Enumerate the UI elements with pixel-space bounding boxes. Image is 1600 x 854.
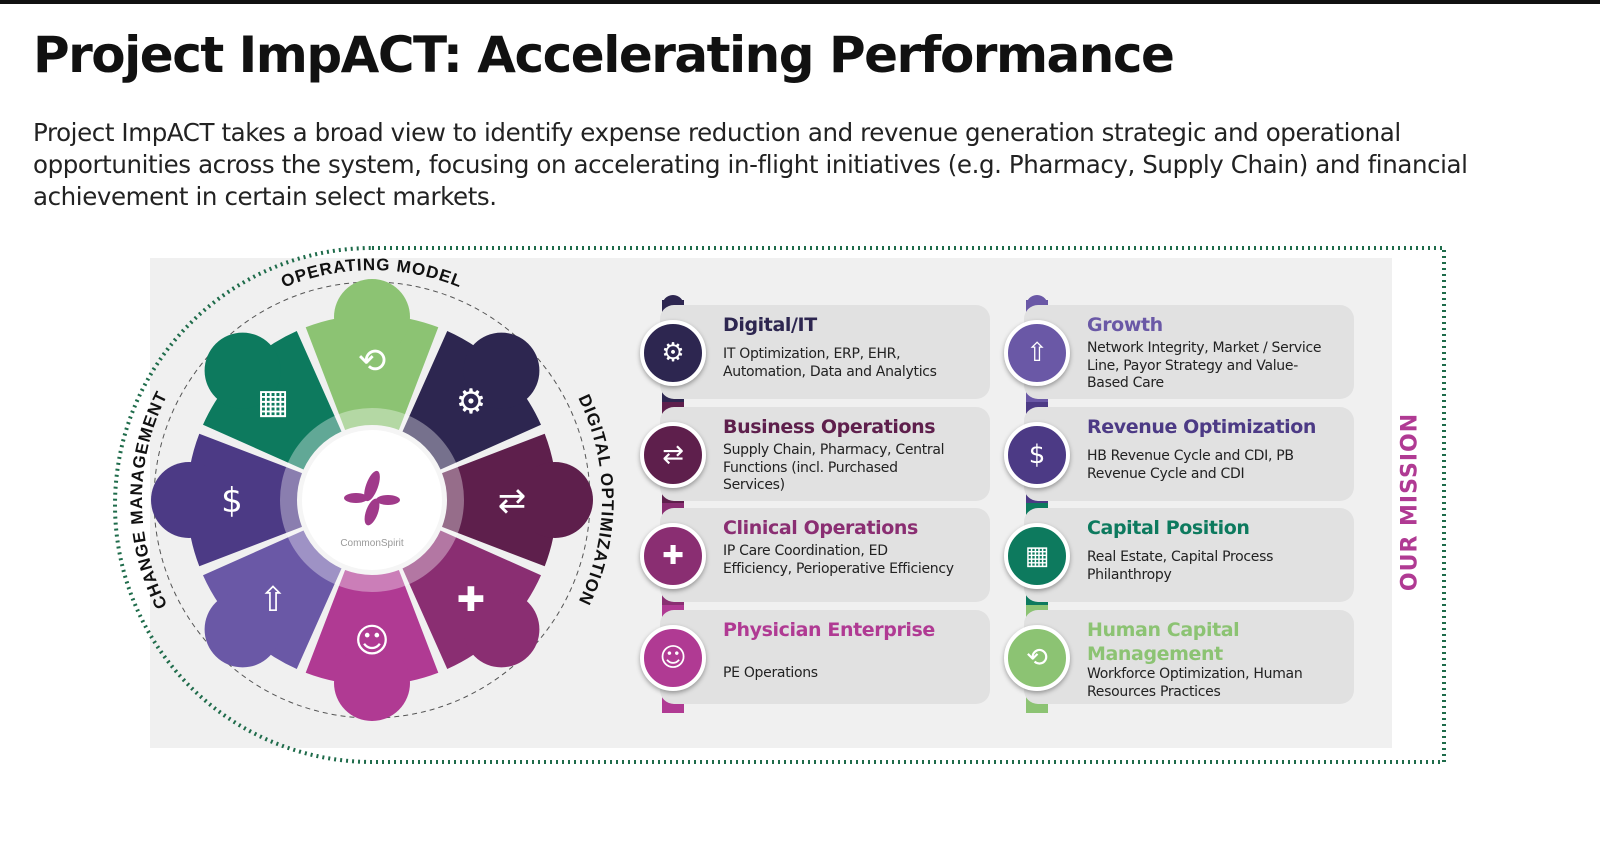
initiative-title: Digital/IT	[723, 314, 817, 336]
physician-icon: ☺	[354, 621, 389, 661]
page-title: Project ImpACT: Accelerating Performance	[33, 26, 1175, 84]
growth-arrows-icon: ⇧	[259, 580, 288, 620]
buildings-icon: ▦	[1004, 523, 1070, 589]
wheel-segment: ⇄	[442, 433, 593, 567]
wheel-segment: ☺	[305, 570, 439, 721]
initiative-card	[1024, 407, 1354, 501]
initiative-description: Workforce Optimization, Human Resources …	[1087, 666, 1303, 700]
wheel-segment: ✚	[402, 530, 542, 670]
laptop-gear-icon: ⚙	[640, 320, 706, 386]
initiative-description: IT Optimization, ERP, EHR, Automation, D…	[723, 346, 937, 380]
initiative-title: Clinical Operations	[723, 517, 918, 539]
initiative-title: Business Operations	[723, 416, 936, 438]
page-subtitle: Project ImpACT takes a broad view to ide…	[33, 118, 1468, 211]
wheel-segment: ⟲	[305, 279, 439, 430]
initiative-card	[660, 508, 990, 602]
wheel-segment: $	[151, 433, 302, 567]
people-cycle-icon: ⟲	[358, 341, 387, 381]
laptop-gear-icon: ⚙	[456, 382, 486, 422]
hand-shield-icon: ✚	[457, 580, 486, 620]
globe-money-icon: $	[221, 481, 243, 521]
initiative-card	[1024, 610, 1354, 704]
initiative-description: Real Estate, Capital Process Philanthrop…	[1087, 549, 1274, 583]
globe-money-icon: $	[1004, 422, 1070, 488]
commonspirit-logo-icon	[344, 470, 400, 526]
initiative-title: Revenue Optimization	[1087, 416, 1317, 438]
wheel-segment: ⇧	[202, 530, 342, 670]
initiative-description: Network Integrity, Market / Service Line…	[1087, 340, 1322, 391]
top-border	[0, 0, 1600, 4]
growth-arrows-icon: ⇧	[1004, 320, 1070, 386]
initiative-title: Human Capital Management	[1087, 619, 1240, 665]
initiative-title: Capital Position	[1087, 517, 1250, 539]
people-cycle-icon: ⟲	[1004, 625, 1070, 691]
initiative-title: Growth	[1087, 314, 1163, 336]
initiative-description: IP Care Coordination, ED Efficiency, Per…	[723, 543, 954, 577]
logo-circle	[302, 430, 442, 570]
initiative-title: Physician Enterprise	[723, 619, 935, 641]
wheel-segment: ▦	[202, 330, 342, 470]
initiative-card	[1024, 305, 1354, 399]
supply-chain-icon: ⇄	[640, 422, 706, 488]
initiative-card	[660, 407, 990, 501]
supply-chain-icon: ⇄	[498, 481, 527, 521]
initiative-card	[660, 610, 990, 704]
hand-shield-icon: ✚	[640, 523, 706, 589]
initiative-card	[660, 305, 990, 399]
initiative-description: Supply Chain, Pharmacy, Central Function…	[723, 442, 945, 493]
wheel-segment: ⚙	[402, 330, 542, 470]
initiative-card	[1024, 508, 1354, 602]
our-mission-label: OUR MISSION	[1397, 412, 1423, 592]
initiative-description: PE Operations	[723, 665, 818, 681]
physician-icon: ☺	[640, 625, 706, 691]
initiative-description: HB Revenue Cycle and CDI, PB Revenue Cyc…	[1087, 448, 1294, 482]
buildings-icon: ▦	[257, 382, 289, 422]
logo-text: CommonSpirit	[340, 538, 404, 549]
